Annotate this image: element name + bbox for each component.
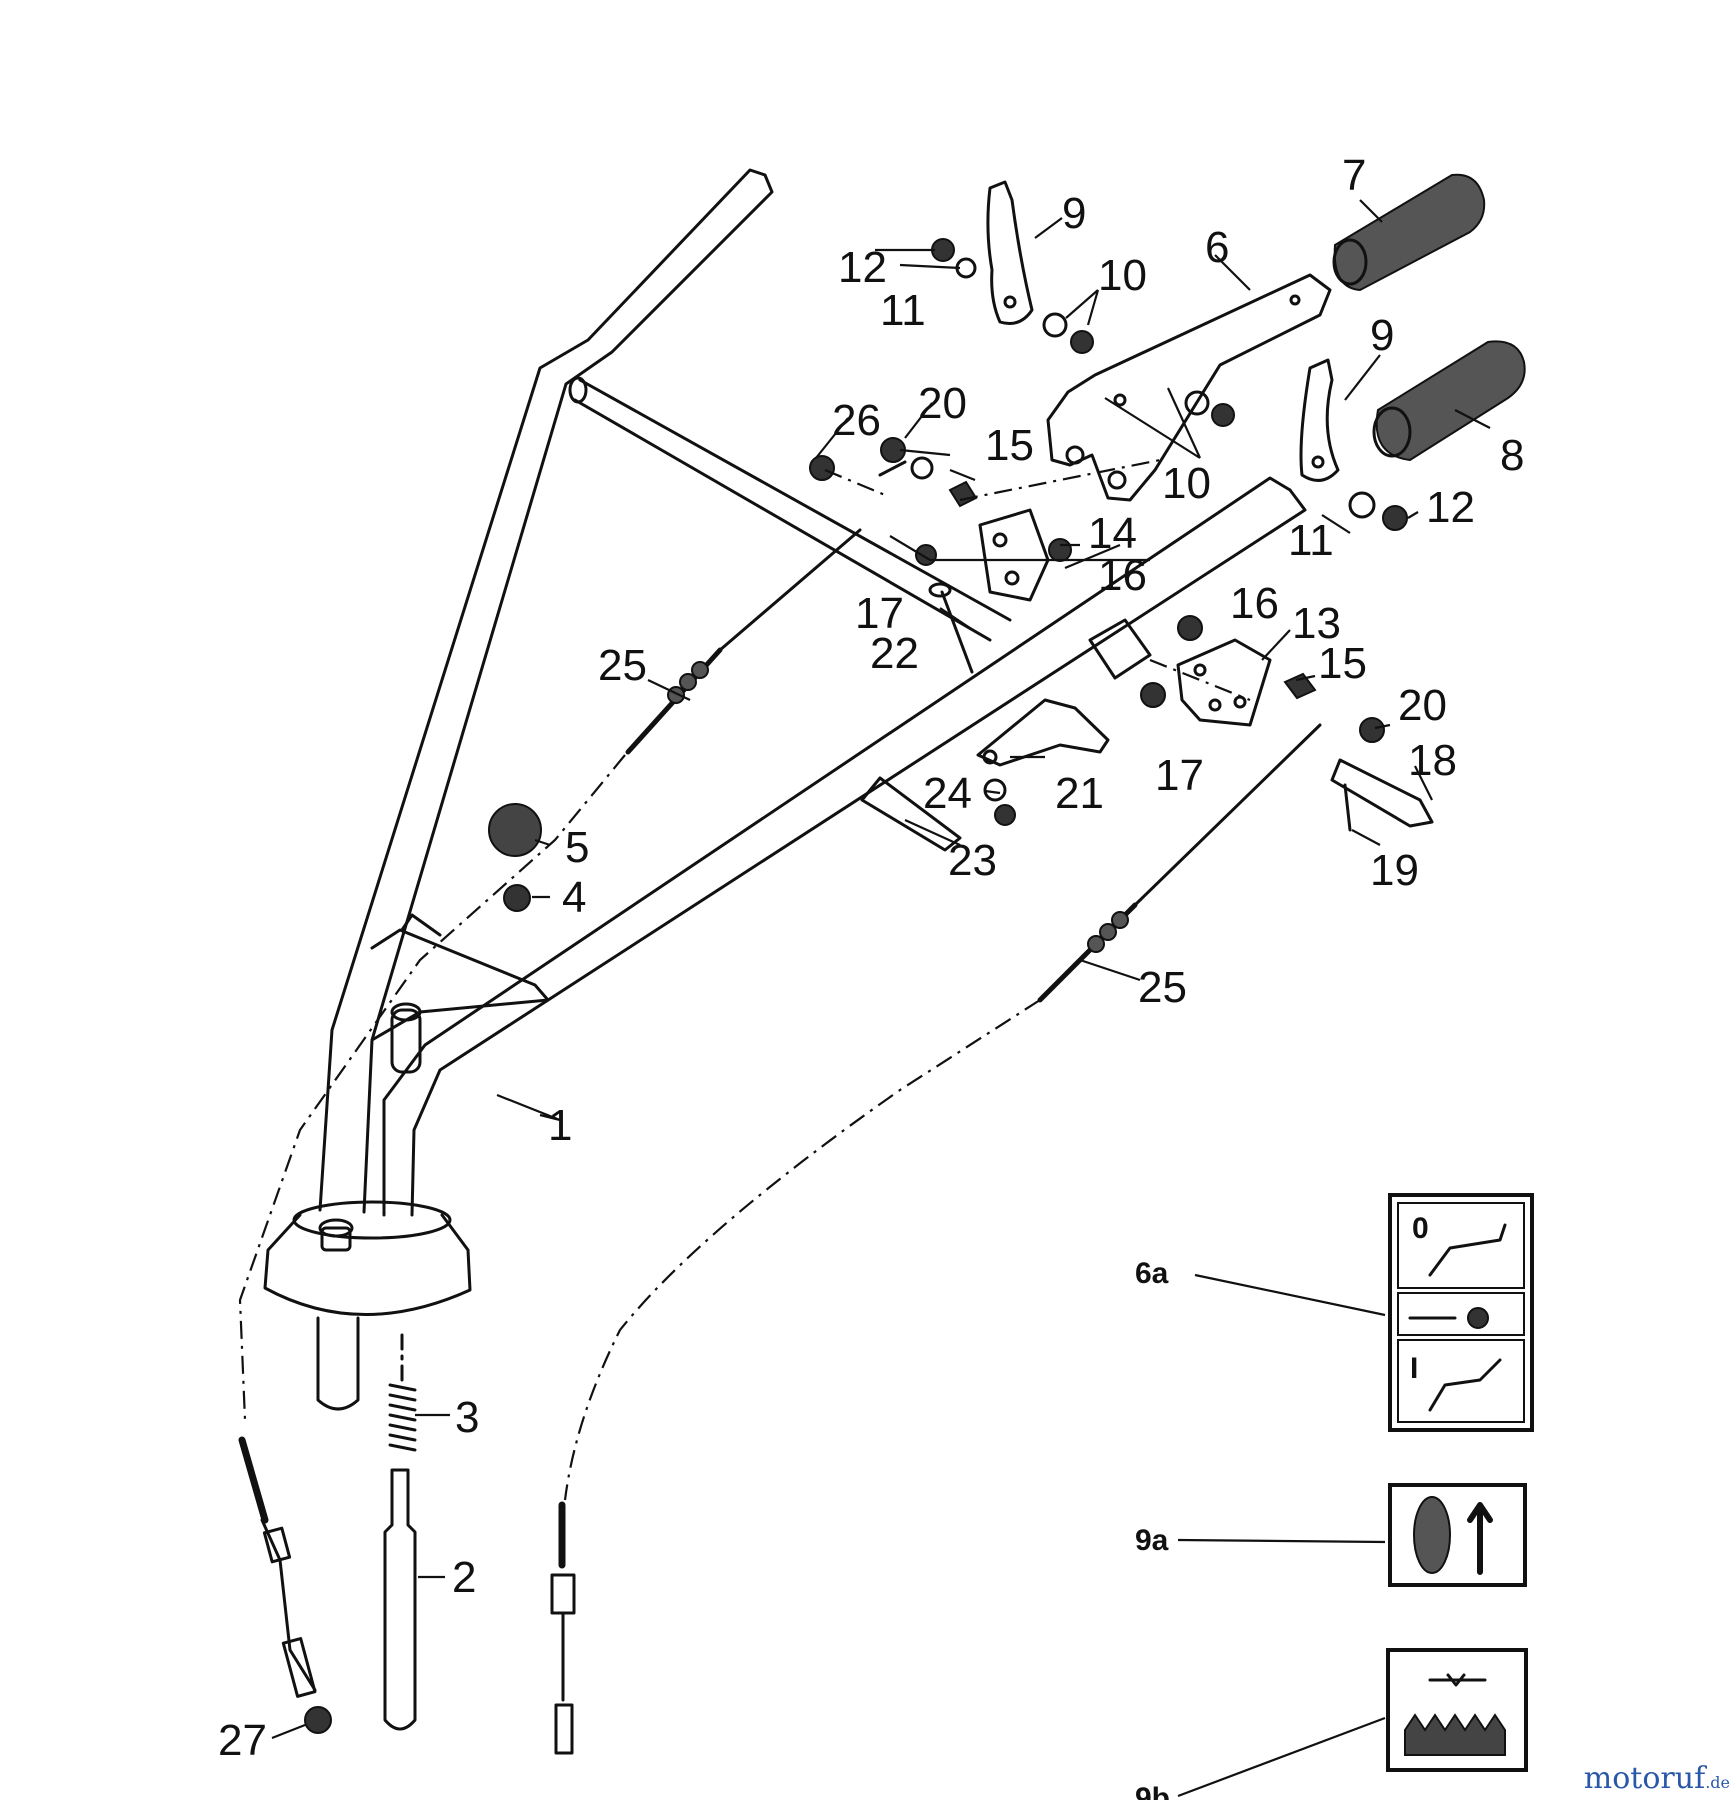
label-11-lower: 11 bbox=[1288, 516, 1334, 565]
decal-9a bbox=[1388, 1483, 1527, 1587]
label-11-upper: 11 bbox=[880, 286, 926, 335]
grip-7 bbox=[1332, 173, 1486, 292]
label-3: 3 bbox=[455, 1393, 479, 1442]
cable-route-right bbox=[563, 999, 1041, 1501]
label-9b: 9b bbox=[1135, 1782, 1170, 1800]
lever-9-lower bbox=[1299, 358, 1340, 482]
label-25-left: 25 bbox=[598, 641, 647, 690]
label-27: 27 bbox=[218, 1716, 267, 1765]
lever-handle-6 bbox=[1046, 273, 1332, 502]
label-16-upper: 16 bbox=[1098, 551, 1147, 600]
label-18: 18 bbox=[1408, 736, 1457, 785]
lever-9-upper bbox=[986, 180, 1034, 325]
leader-lines bbox=[271, 199, 1491, 1798]
label-21: 21 bbox=[1055, 769, 1104, 818]
label-23: 23 bbox=[948, 836, 997, 885]
decal-9b bbox=[1386, 1648, 1528, 1772]
cable-route-upper bbox=[824, 458, 1251, 702]
label-12-upper: 12 bbox=[838, 243, 887, 292]
label-1: 1 bbox=[548, 1101, 572, 1150]
decal-6a-zero: 0 bbox=[1412, 1212, 1429, 1245]
knob-5 bbox=[488, 803, 542, 857]
label-4: 4 bbox=[562, 873, 586, 922]
label-10-upper: 10 bbox=[1098, 251, 1147, 300]
label-5: 5 bbox=[565, 823, 589, 872]
label-7: 7 bbox=[1342, 151, 1366, 200]
label-2: 2 bbox=[452, 1553, 476, 1602]
label-6a: 6a bbox=[1135, 1257, 1169, 1290]
cable-route-left bbox=[238, 754, 626, 1421]
bolt-18 bbox=[1330, 758, 1434, 828]
decal-6a-one: I bbox=[1410, 1352, 1418, 1385]
label-9-lower: 9 bbox=[1370, 311, 1394, 360]
watermark-tld: .de bbox=[1705, 1773, 1730, 1792]
pin-19 bbox=[1343, 783, 1352, 832]
label-17-lower: 17 bbox=[1155, 751, 1204, 800]
handlebar-frame bbox=[263, 168, 1307, 1411]
label-6: 6 bbox=[1205, 223, 1229, 272]
bracket-21 bbox=[976, 698, 1110, 767]
fasteners bbox=[304, 238, 1408, 1734]
label-9-upper: 9 bbox=[1062, 189, 1086, 238]
label-26: 26 bbox=[832, 396, 881, 445]
label-14: 14 bbox=[1088, 509, 1137, 558]
label-10-lower: 10 bbox=[1162, 459, 1211, 508]
label-16-lower: 16 bbox=[1230, 579, 1279, 628]
label-17-upper: 17 bbox=[855, 589, 904, 638]
label-24: 24 bbox=[923, 769, 972, 818]
label-19: 19 bbox=[1370, 846, 1419, 895]
rod-2 bbox=[383, 1468, 417, 1731]
label-20-lower: 20 bbox=[1398, 681, 1447, 730]
cable-end-left bbox=[238, 1436, 317, 1698]
part-labels: 1 2 3 4 5 6 7 8 9 9 10 10 11 11 12 12 13… bbox=[218, 151, 1524, 1800]
watermark-brand: motoruf bbox=[1583, 1761, 1706, 1796]
label-13: 13 bbox=[1292, 599, 1341, 648]
label-15-lower: 15 bbox=[1318, 639, 1367, 688]
grip-8 bbox=[1372, 340, 1526, 462]
label-22: 22 bbox=[870, 629, 919, 678]
label-25-right: 25 bbox=[1138, 963, 1187, 1012]
bracket-13 bbox=[1176, 638, 1272, 727]
pivot-sleeve bbox=[1088, 618, 1152, 680]
cable-end-right bbox=[550, 1501, 576, 1755]
spring-3 bbox=[388, 1333, 417, 1452]
label-12-lower: 12 bbox=[1426, 483, 1475, 532]
watermark: motoruf.de bbox=[1584, 1761, 1730, 1796]
label-9a: 9a bbox=[1135, 1524, 1169, 1557]
label-20-upper: 20 bbox=[918, 379, 967, 428]
decal-6a bbox=[1388, 1193, 1534, 1432]
label-15-upper: 15 bbox=[985, 421, 1034, 470]
bracket-14 bbox=[978, 508, 1050, 602]
label-8: 8 bbox=[1500, 431, 1524, 480]
pin-22 bbox=[940, 590, 974, 674]
cable-25-right bbox=[1037, 723, 1322, 1003]
cable-25-left bbox=[625, 460, 907, 755]
